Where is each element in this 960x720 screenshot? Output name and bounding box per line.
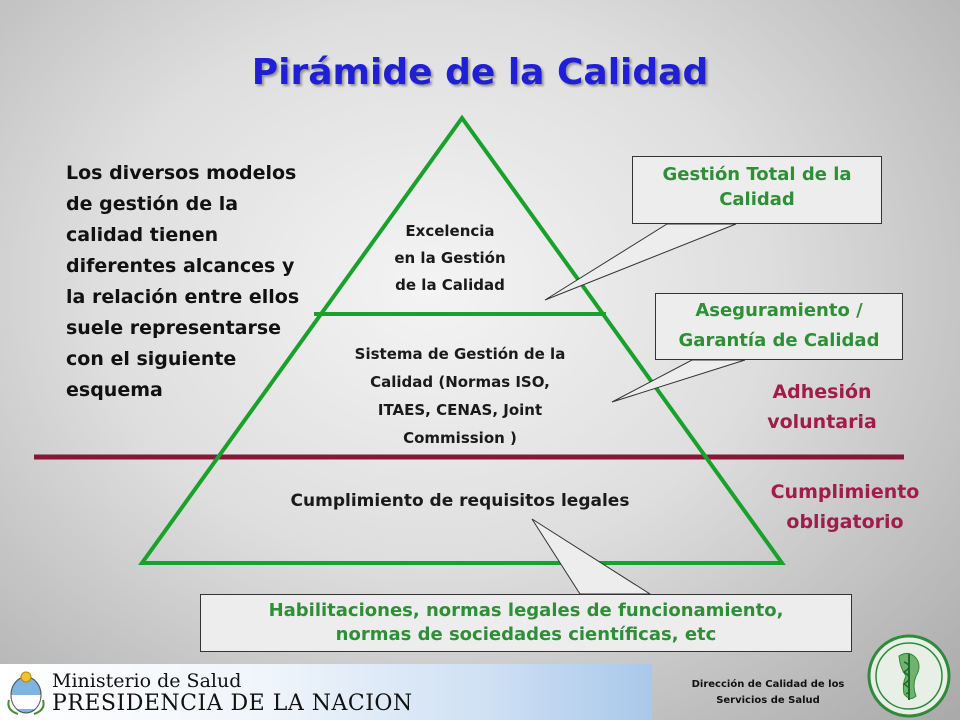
direccion-line: Servicios de Salud — [716, 695, 820, 706]
callout-pointer-gestion-total — [544, 223, 737, 301]
label-line: Cumplimiento — [770, 481, 920, 503]
callout-line: Gestión Total de la — [662, 164, 852, 185]
footer-direccion: Dirección de Calidad de los Servicios de… — [668, 677, 868, 709]
pyramid-outline — [138, 114, 786, 565]
label-line: Adhesión — [772, 381, 872, 403]
pyramid-middle-line: Calidad (Normas ISO, — [370, 373, 550, 391]
pyramid-middle-line: Sistema de Gestión de la — [354, 345, 566, 363]
pyramid-middle-line: Commission ) — [403, 429, 517, 447]
callout-line: Habilitaciones, normas legales de funcio… — [268, 600, 784, 621]
callout-aseguramiento: Aseguramiento / Garantía de Calidad — [655, 293, 903, 360]
label-line: obligatorio — [786, 511, 904, 533]
footer-presidencia: PRESIDENCIA DE LA NACION — [52, 691, 413, 716]
intro-text: Los diversos modelos de gestión de la ca… — [66, 162, 300, 401]
direccion-line: Dirección de Calidad de los — [691, 679, 845, 690]
callout-line: Aseguramiento / — [695, 300, 863, 321]
footer-ministerio: Ministerio de Salud — [52, 670, 242, 692]
callout-pointer-habilitaciones — [531, 518, 652, 595]
label-line: voluntaria — [767, 411, 877, 433]
callout-gestion-total: Gestión Total de la Calidad — [632, 156, 882, 224]
callout-line: normas de sociedades científicas, etc — [335, 624, 717, 645]
quality-seal-icon — [867, 634, 951, 718]
pyramid-level-cumplimiento: Cumplimiento de requisitos legales — [290, 491, 630, 511]
pyramid-middle-line: ITAES, CENAS, Joint — [377, 401, 543, 419]
callout-line: Calidad — [719, 189, 795, 210]
callout-habilitaciones: Habilitaciones, normas legales de funcio… — [200, 594, 852, 652]
footer-band — [0, 664, 652, 720]
page-title: Pirámide de la Calidad — [251, 52, 709, 93]
label-adhesion-voluntaria: Adhesión voluntaria — [752, 377, 892, 437]
pyramid-top-line: en la Gestión — [394, 249, 506, 267]
national-emblem-icon — [7, 671, 45, 715]
pyramid-top-line: Excelencia — [405, 222, 495, 240]
pyramid-top-line: de la Calidad — [395, 276, 505, 294]
pyramid-level-sistema: Sistema de Gestión de la Calidad (Normas… — [325, 340, 595, 452]
callout-pointer-aseguramiento — [611, 359, 746, 403]
label-cumplimiento-obligatorio: Cumplimiento obligatorio — [745, 477, 945, 537]
pyramid-level-excelencia: Excelencia en la Gestión de la Calidad — [360, 218, 540, 299]
callout-line: Garantía de Calidad — [678, 330, 880, 351]
